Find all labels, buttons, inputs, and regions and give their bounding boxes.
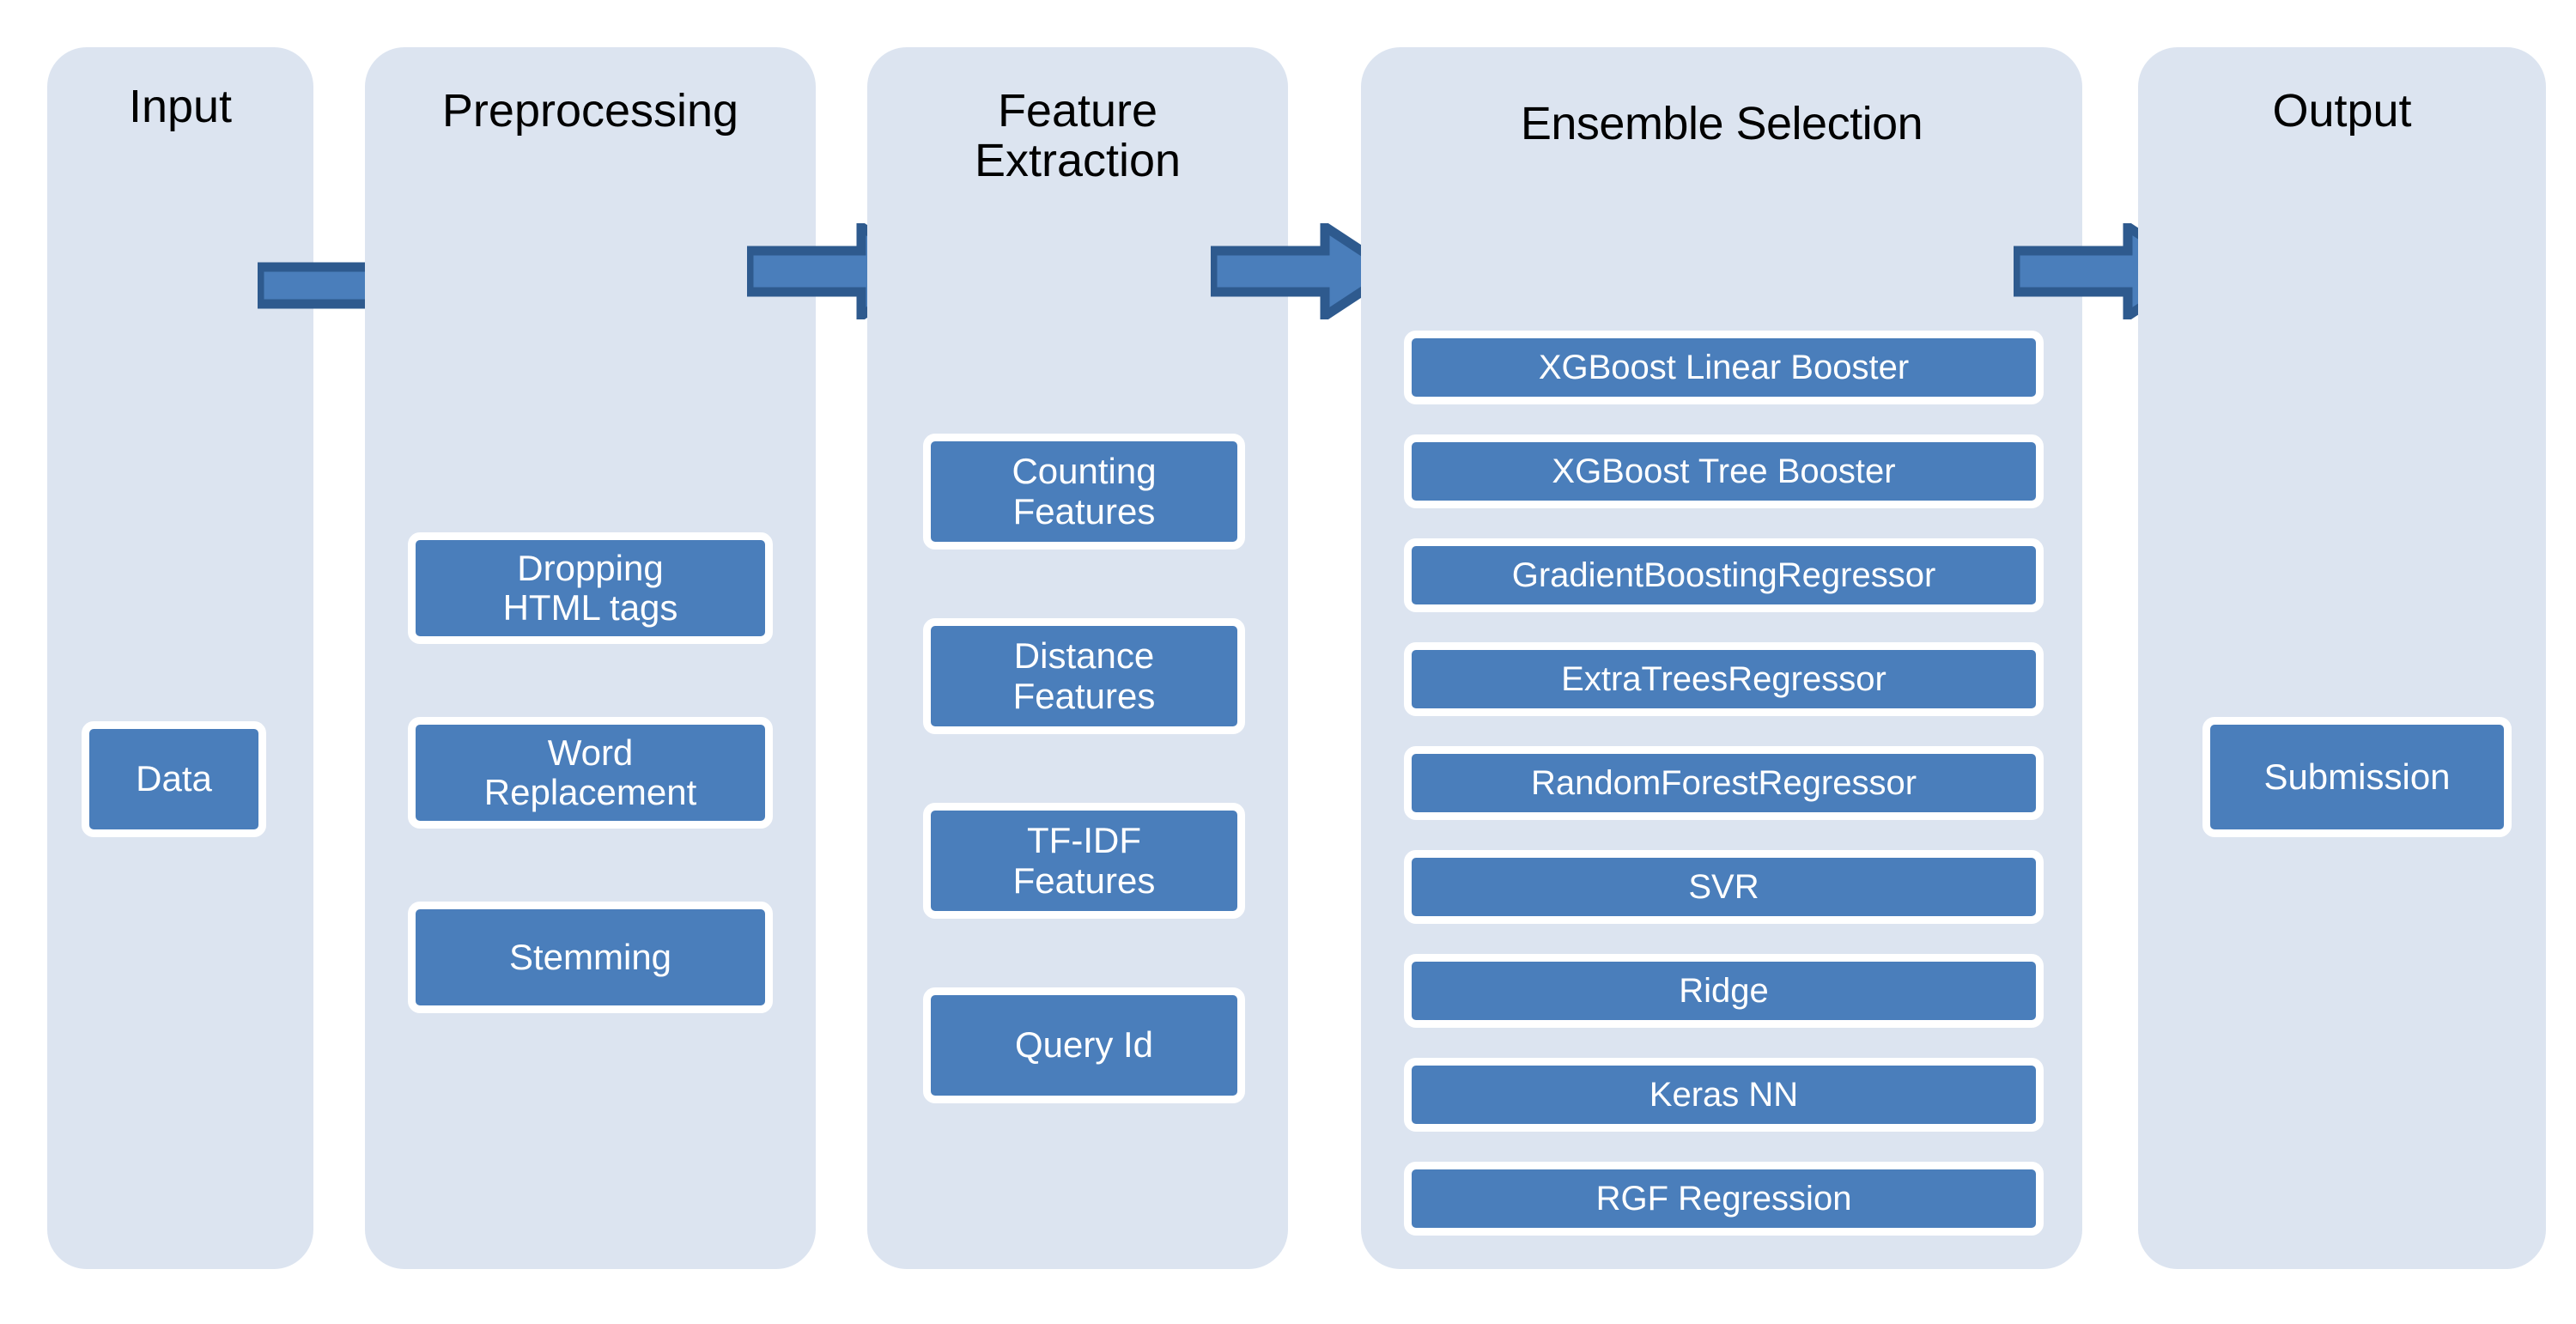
stage-title-preprocessing: Preprocessing <box>441 85 739 137</box>
stage-title-output: Output <box>2272 85 2412 137</box>
node-tfidf-features[interactable]: TF-IDF Features <box>923 803 1245 919</box>
node-xgboost-tree-booster[interactable]: XGBoost Tree Booster <box>1404 434 2044 508</box>
node-extra-trees-regressor[interactable]: ExtraTreesRegressor <box>1404 642 2044 716</box>
stage-title-input: Input <box>128 81 233 132</box>
node-submission[interactable]: Submission <box>2202 717 2512 837</box>
node-word-replacement[interactable]: Word Replacement <box>408 717 773 829</box>
stage-panel-input <box>47 47 313 1269</box>
node-keras-nn[interactable]: Keras NN <box>1404 1058 2044 1132</box>
node-query-id[interactable]: Query Id <box>923 987 1245 1103</box>
node-rgf-regression[interactable]: RGF Regression <box>1404 1162 2044 1236</box>
node-svr[interactable]: SVR <box>1404 850 2044 924</box>
node-ridge[interactable]: Ridge <box>1404 954 2044 1028</box>
node-data[interactable]: Data <box>82 721 266 837</box>
node-stemming[interactable]: Stemming <box>408 902 773 1013</box>
stage-panel-preprocessing <box>365 47 816 1269</box>
node-distance-features[interactable]: Distance Features <box>923 618 1245 734</box>
stage-title-feature-extraction: Feature Extraction <box>974 85 1182 187</box>
node-dropping-html-tags[interactable]: Dropping HTML tags <box>408 532 773 644</box>
node-gradient-boosting-regressor[interactable]: GradientBoostingRegressor <box>1404 538 2044 612</box>
arrow-right-icon <box>1207 217 1402 325</box>
arrow-feature-extraction-to-ensemble-selection <box>1207 217 1402 325</box>
node-xgboost-linear-booster[interactable]: XGBoost Linear Booster <box>1404 331 2044 404</box>
node-counting-features[interactable]: Counting Features <box>923 434 1245 550</box>
node-random-forest-regressor[interactable]: RandomForestRegressor <box>1404 746 2044 820</box>
stage-panel-output <box>2138 47 2546 1269</box>
stage-title-ensemble-selection: Ensemble Selection <box>1520 98 1923 149</box>
